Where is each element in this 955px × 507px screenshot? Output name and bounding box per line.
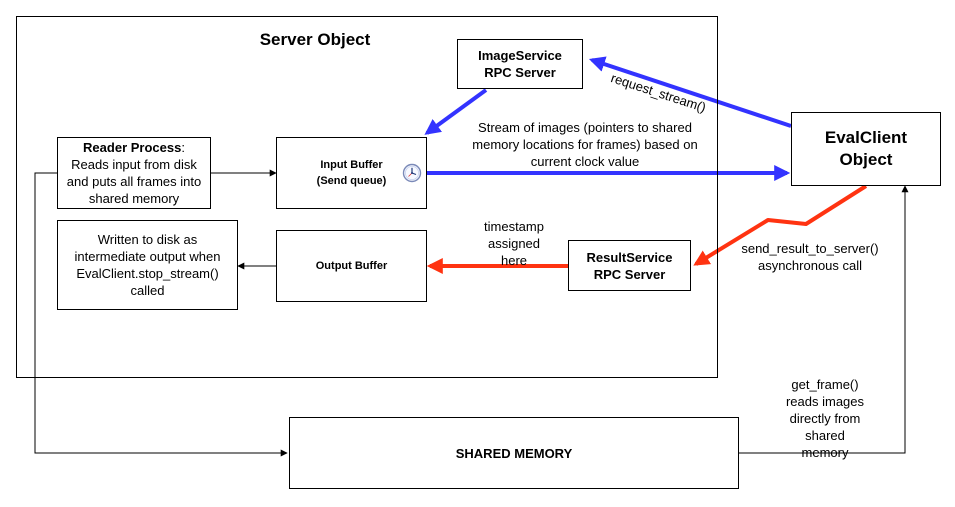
reader-process-line: Reads input from disk xyxy=(71,157,197,172)
timestamp-line: timestamp xyxy=(484,219,544,234)
result-service-box: ResultService RPC Server xyxy=(568,240,691,291)
image-service-box: ImageService RPC Server xyxy=(457,39,583,89)
written-to-disk-box: Written to disk as intermediate output w… xyxy=(57,220,238,310)
image-service-line1: ImageService xyxy=(478,48,562,63)
evalclient-box: EvalClient Object xyxy=(791,112,941,186)
get-frame-line: get_frame() xyxy=(791,377,859,392)
stream-images-label: Stream of images (pointers to shared mem… xyxy=(455,119,715,170)
written-line: EvalClient.stop_stream() xyxy=(76,266,219,281)
get-frame-line: reads images xyxy=(785,394,865,409)
stream-images-line: memory locations for frames) based on xyxy=(472,137,698,152)
image-service-line2: RPC Server xyxy=(484,65,556,80)
reader-process-colon: : xyxy=(181,140,185,155)
send-result-line: send_result_to_server() xyxy=(741,241,879,256)
input-buffer-line1: Input Buffer xyxy=(320,159,383,171)
clock-icon xyxy=(402,163,422,183)
imageservice-to-input-arrow xyxy=(424,88,488,135)
input-buffer-line2: (Send queue) xyxy=(316,175,387,187)
reader-process-line: shared memory xyxy=(88,191,180,206)
send-result-line: asynchronous call xyxy=(757,258,863,273)
get-frame-line: memory xyxy=(801,445,849,460)
stream-images-line: Stream of images (pointers to shared xyxy=(478,120,692,135)
send-result-label: send_result_to_server() asynchronous cal… xyxy=(730,240,890,274)
written-line: called xyxy=(130,283,165,298)
request-stream-arrow xyxy=(588,56,792,128)
output-buffer-box: Output Buffer xyxy=(276,230,427,302)
server-object-title: Server Object xyxy=(259,30,371,49)
evalclient-line2: Object xyxy=(839,150,893,169)
written-line: intermediate output when xyxy=(74,249,221,264)
shared-memory-to-evalclient-arrow xyxy=(739,185,909,454)
evalclient-line1: EvalClient xyxy=(824,128,908,147)
reader-process-line: and puts all frames into xyxy=(66,174,202,189)
shared-memory-box: SHARED MEMORY xyxy=(289,417,739,489)
reader-to-shared-memory-arrow xyxy=(34,172,288,457)
stream-images-line: current clock value xyxy=(530,154,640,169)
timestamp-label: timestamp assigned here xyxy=(464,218,564,269)
server-object-frame xyxy=(16,16,718,378)
output-buffer-label: Output Buffer xyxy=(315,260,388,272)
written-line: Written to disk as xyxy=(97,232,198,247)
get-frame-line: directly from xyxy=(789,411,861,426)
reader-process-title: Reader Process: xyxy=(83,139,185,156)
get-frame-line: shared xyxy=(805,428,845,443)
result-service-line2: RPC Server xyxy=(593,266,666,282)
result-service-line1: ResultService xyxy=(586,249,673,265)
shared-memory-label: SHARED MEMORY xyxy=(455,445,573,461)
timestamp-line: assigned xyxy=(487,236,541,251)
reader-process-title-bold: Reader Process xyxy=(83,140,182,155)
timestamp-line: here xyxy=(500,253,528,268)
send-result-arrow xyxy=(693,184,868,266)
get-frame-label: get_frame() reads images directly from s… xyxy=(770,376,880,461)
input-buffer-box: Input Buffer (Send queue) xyxy=(276,137,427,209)
reader-process-box: Reader Process: Reads input from disk an… xyxy=(57,137,211,209)
